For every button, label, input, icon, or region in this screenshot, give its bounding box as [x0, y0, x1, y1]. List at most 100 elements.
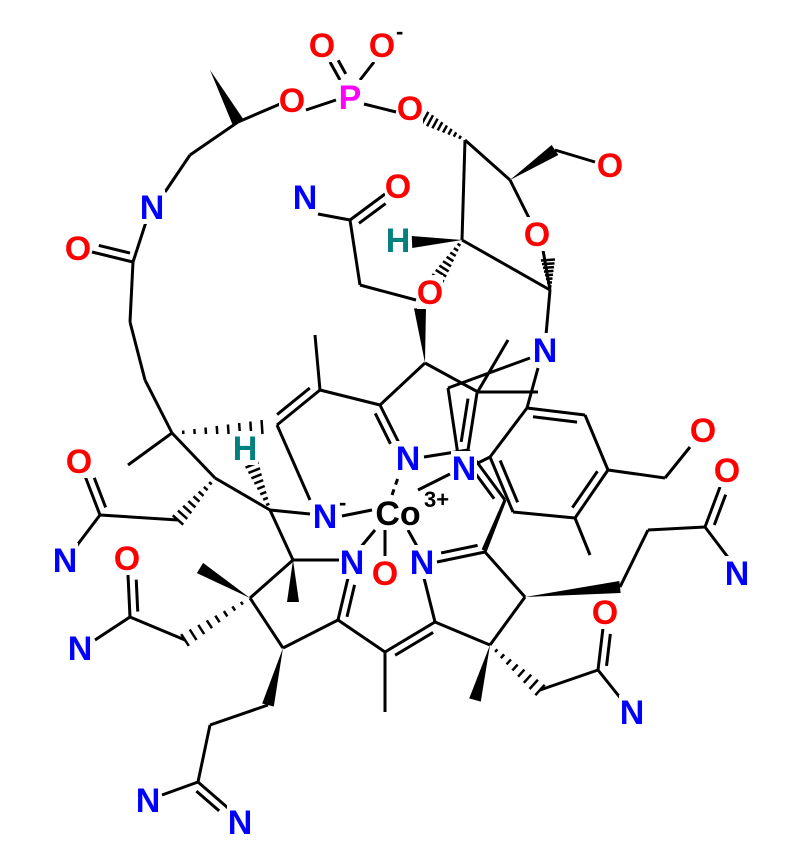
charge-label: -: [339, 490, 346, 515]
hash-bond-segment: [441, 124, 449, 134]
label-background: [339, 545, 365, 579]
hash-bond-segment: [494, 648, 499, 653]
atom-n: N: [293, 179, 318, 217]
atom-o: O: [592, 594, 618, 632]
double-bond-line: [712, 494, 728, 526]
hash-bond-segment: [197, 624, 206, 635]
charge-label: 3+: [424, 487, 449, 512]
single-bond: [317, 212, 351, 222]
double-bond-line: [276, 386, 311, 416]
single-bond: [319, 388, 381, 407]
hash-bond-segment: [505, 658, 512, 666]
label-background: [114, 541, 140, 575]
atom-n: N: [340, 544, 365, 582]
double-bond-line: [532, 415, 578, 424]
label-background: [65, 231, 91, 265]
atom-n: N: [620, 694, 645, 732]
single-bond: [128, 321, 147, 381]
atom-n: N: [228, 804, 253, 842]
hash-bond-segment: [445, 255, 455, 263]
atom-o: O: [714, 452, 740, 490]
label-background: [369, 28, 395, 62]
single-bond: [378, 404, 402, 446]
hash-bond-segment: [541, 262, 555, 266]
single-bond: [214, 476, 271, 512]
atom-o: O: [597, 147, 623, 185]
label-background: [312, 499, 338, 533]
single-bond: [131, 221, 148, 263]
single-bond: [583, 414, 610, 471]
atom-o: O: [372, 555, 398, 593]
single-bond: [618, 529, 650, 588]
label-background: [372, 556, 398, 590]
atom-n: N: [68, 630, 93, 668]
label-background: [135, 783, 161, 817]
label-background: [451, 451, 477, 485]
single-bond: [596, 627, 605, 671]
hash-bond-segment: [256, 484, 266, 491]
atom-n: N: [410, 544, 435, 582]
hash-bond-segment: [187, 500, 197, 509]
hash-bond-segment: [543, 269, 554, 273]
hash-bond-segment: [247, 467, 261, 475]
hash-bond-segment: [458, 135, 462, 140]
double-bond-line: [498, 459, 520, 503]
hash-bond-segment: [239, 601, 244, 606]
hash-bond-segment: [205, 619, 214, 629]
atom-n: N: [313, 498, 338, 536]
single-bond: [508, 179, 532, 221]
atom-n: N: [396, 440, 421, 478]
label-background: [417, 275, 443, 309]
single-bond: [248, 597, 285, 649]
hash-bond-segment: [435, 268, 447, 278]
single-bond: [703, 486, 722, 528]
wedge-bond: [414, 307, 426, 363]
label-background: [66, 444, 92, 478]
hash-bond-segment: [203, 485, 209, 492]
single-bond: [349, 192, 386, 222]
single-bond: [126, 574, 132, 618]
single-bond: [703, 526, 732, 561]
label-background: [227, 805, 253, 839]
atom-o: O: [397, 90, 423, 128]
atom-n: N: [140, 189, 165, 227]
single-bond: [544, 289, 552, 336]
hash-bond-segment: [177, 509, 189, 520]
atom-o: O: [66, 443, 92, 481]
hash-bond-segment: [214, 614, 221, 624]
hash-bond-segment: [208, 481, 213, 486]
single-bond: [129, 615, 186, 642]
double-bond-line: [345, 584, 357, 618]
single-bond: [446, 387, 460, 456]
single-bond: [268, 509, 295, 561]
label-background: [397, 91, 423, 125]
atom-o: O: [690, 412, 716, 450]
single-bond: [525, 367, 540, 409]
atom-o: O: [417, 274, 443, 312]
hash-bond-segment: [260, 419, 264, 435]
single-bond: [647, 525, 706, 532]
single-bond: [336, 577, 350, 621]
double-bond-line: [440, 543, 478, 555]
single-bond: [488, 596, 527, 646]
atom-o: O: [369, 27, 395, 65]
atom-n: N: [53, 542, 78, 580]
wedge-bond: [510, 145, 559, 180]
single-bond: [170, 431, 217, 480]
single-bond: [313, 334, 322, 391]
label-background: [690, 413, 716, 447]
label-background: [67, 631, 93, 665]
hash-bond-segment: [522, 673, 533, 684]
single-bond: [83, 475, 102, 516]
double-bond-line: [134, 579, 140, 612]
wedge-bond: [411, 236, 462, 248]
single-bond: [488, 456, 515, 513]
hash-bond-segment: [431, 118, 439, 129]
hash-bond-segment: [544, 273, 554, 277]
single-bond: [305, 98, 337, 112]
double-bond-line: [92, 477, 108, 508]
atom-o: O: [309, 27, 335, 65]
single-bond: [424, 361, 479, 394]
single-bond: [127, 431, 173, 467]
single-bond: [358, 61, 376, 81]
